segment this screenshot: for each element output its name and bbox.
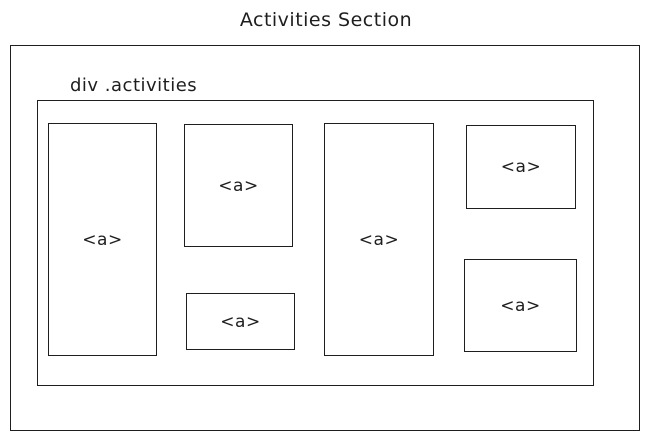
container-label: div .activities xyxy=(70,75,198,96)
link-box-6: <a> xyxy=(464,259,577,352)
link-box-3: <a> xyxy=(186,293,295,350)
section-frame xyxy=(10,45,640,431)
link-box-5-label: <a> xyxy=(500,157,542,177)
link-box-1-label: <a> xyxy=(82,229,123,250)
section-title: Activities Section xyxy=(239,9,413,31)
activities-container xyxy=(37,100,594,386)
link-box-2-label: <a> xyxy=(218,175,259,196)
link-box-1: <a> xyxy=(48,123,157,356)
link-box-3-label: <a> xyxy=(220,311,261,332)
link-box-4: <a> xyxy=(324,123,434,356)
link-box-6-label: <a> xyxy=(500,295,541,316)
link-box-2: <a> xyxy=(184,124,293,247)
link-box-4-label: <a> xyxy=(358,229,400,250)
link-box-5: <a> xyxy=(466,125,576,209)
